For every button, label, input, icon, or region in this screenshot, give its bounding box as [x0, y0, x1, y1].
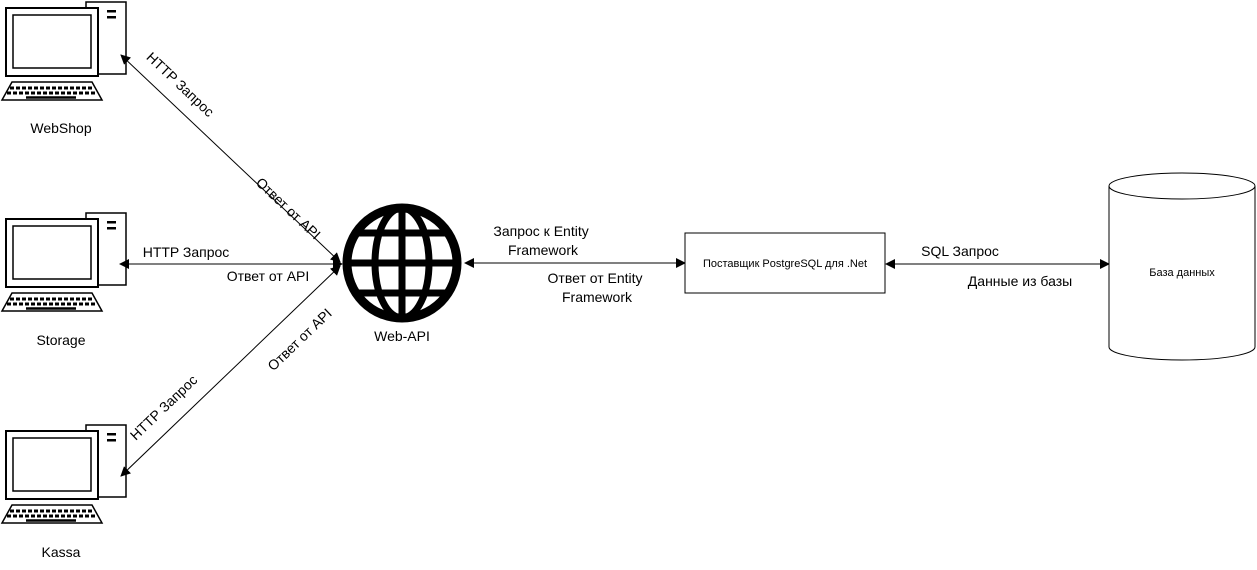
ef-response-label: Ответ от Entity Framework	[548, 270, 647, 305]
kassa-computer-icon	[0, 423, 128, 525]
ef-response-line1: Ответ от Entity	[548, 270, 643, 286]
webshop-label: WebShop	[30, 120, 91, 136]
kassa-response-label: Ответ от API	[264, 305, 335, 374]
edge-kassa	[120, 265, 341, 477]
database-label: База данных	[1149, 267, 1215, 279]
edge-webshop	[120, 54, 341, 263]
storage-computer-icon	[0, 211, 128, 313]
kassa-request-label: HTTP Запрос	[127, 372, 201, 443]
kassa-label: Kassa	[42, 544, 81, 560]
webapi-label: Web-API	[374, 328, 430, 344]
ef-request-label: Запрос к Entity Framework	[493, 223, 592, 258]
storage-response-label: Ответ от API	[227, 268, 310, 284]
ef-request-line2: Framework	[508, 242, 579, 258]
globe-icon	[342, 203, 462, 323]
database-cylinder-icon	[1108, 172, 1256, 361]
storage-request-label: HTTP Запрос	[143, 244, 230, 260]
webshop-computer-icon	[0, 0, 128, 102]
webshop-response-label: Ответ от API	[253, 174, 324, 242]
provider-label: Поставщик PostgreSQL для .Net	[703, 258, 867, 270]
provider-box	[684, 232, 886, 294]
storage-label: Storage	[36, 332, 85, 348]
webshop-request-label: HTTP Запрос	[143, 49, 217, 120]
sql-response-label: Данные из базы	[968, 273, 1072, 289]
ef-request-line1: Запрос к Entity	[493, 223, 588, 239]
sql-request-label: SQL Запрос	[921, 243, 999, 259]
ef-response-line2: Framework	[562, 289, 633, 305]
